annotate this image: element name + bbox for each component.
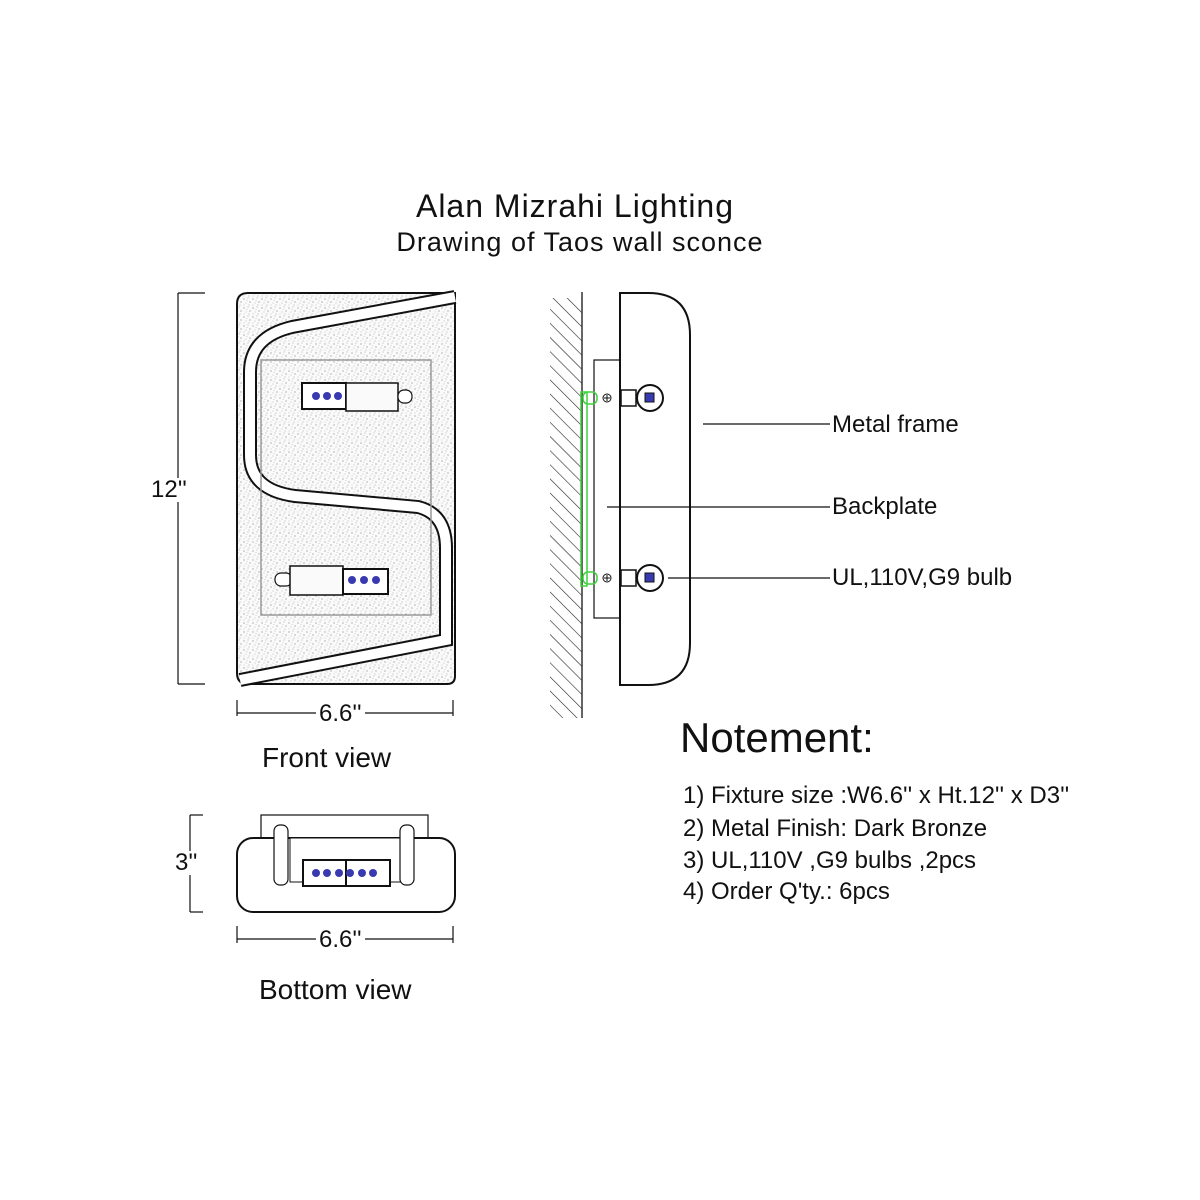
side-view — [550, 292, 830, 718]
bottom-width-label: 6.6'' — [316, 928, 365, 952]
wall-hatch — [550, 298, 582, 718]
note-item: 2) Metal Finish: Dark Bronze — [683, 815, 988, 842]
bottom-view-caption: Bottom view — [259, 974, 412, 1005]
mounting-bracket — [580, 391, 598, 587]
bottom-view — [189, 814, 456, 943]
depth-dimension-label: 3'' — [172, 851, 201, 875]
label-metal-frame: Metal frame — [832, 411, 959, 438]
note-item: 1) Fixture size :W6.6'' x Ht.12'' x D3'' — [683, 782, 1070, 809]
notes-heading: Notement: — [680, 714, 874, 761]
inner-panel — [260, 359, 432, 616]
bulb-top — [301, 382, 413, 412]
title: Alan Mizrahi Lighting — [415, 188, 735, 224]
side-socket-top — [620, 384, 664, 412]
label-backplate: Backplate — [832, 493, 938, 520]
note-item: 4) Order Q'ty.: 6pcs — [683, 878, 890, 905]
front-width-label: 6.6'' — [316, 702, 365, 726]
leader-lines — [607, 423, 830, 579]
label-bulb: UL,110V,G9 bulb — [832, 564, 1013, 591]
screw-bottom — [602, 573, 612, 583]
height-dimension-label: 12'' — [148, 478, 190, 502]
subtitle: Drawing of Taos wall sconce — [396, 227, 764, 257]
note-item: 3) UL,110V ,G9 bulbs ,2pcs — [683, 847, 977, 874]
bulb-bottom — [274, 565, 389, 596]
front-view — [177, 290, 457, 716]
side-socket-bottom — [620, 564, 664, 592]
side-frame — [619, 292, 691, 686]
front-view-caption: Front view — [262, 742, 392, 773]
screw-top — [602, 393, 612, 403]
